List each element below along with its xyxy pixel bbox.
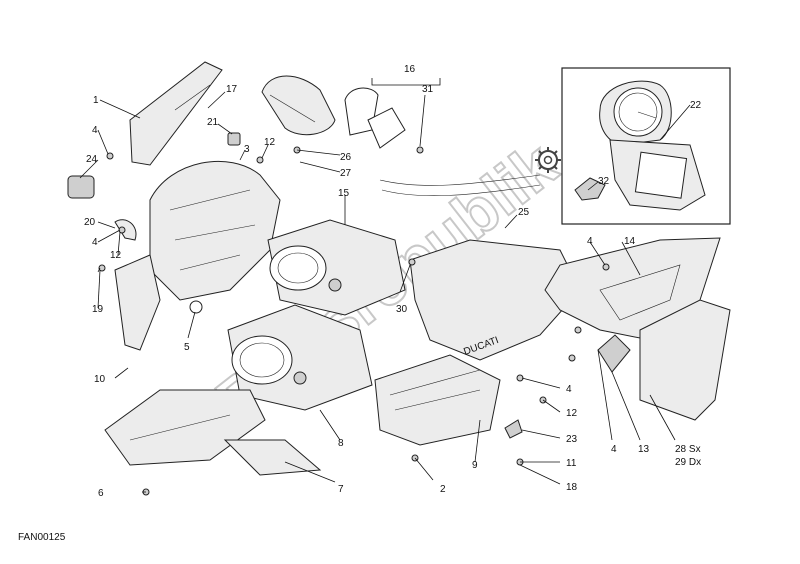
front-fairing-body: DUCATI	[374, 239, 581, 446]
callout-4a: 4	[92, 125, 98, 136]
windscreen-trim	[129, 61, 223, 166]
callout-5: 5	[184, 342, 190, 353]
upper-headlight-unit	[267, 219, 406, 316]
support-bracket-rail	[379, 174, 541, 197]
callout-14: 14	[624, 236, 636, 247]
callout-4b: 4	[92, 237, 98, 248]
callout-4c: 4	[566, 384, 572, 395]
side-cover	[639, 299, 731, 421]
callout-labels: 1 17 4 24 20 4 12 19 21 3 12 26 27 15 16…	[84, 64, 702, 499]
callout-12b: 12	[264, 137, 276, 148]
callout-28: 28 Sx	[675, 444, 701, 455]
left-inner-fairing	[149, 160, 281, 301]
callout-3: 3	[244, 144, 250, 155]
callout-8: 8	[338, 438, 344, 449]
callout-29: 29 Dx	[675, 457, 701, 468]
callout-1: 1	[93, 95, 99, 106]
small-parts-left	[67, 132, 523, 439]
callout-25: 25	[518, 207, 530, 218]
callout-26: 26	[340, 152, 352, 163]
small-cap	[597, 334, 631, 373]
callout-13: 13	[638, 444, 650, 455]
callout-4d: 4	[587, 236, 593, 247]
side-panel	[114, 254, 161, 351]
callout-20: 20	[84, 217, 96, 228]
callout-18: 18	[566, 482, 578, 493]
leader-lines	[79, 78, 691, 493]
callout-16: 16	[404, 64, 416, 75]
callout-27: 27	[340, 168, 352, 179]
callout-6: 6	[98, 488, 104, 499]
callout-4e: 4	[611, 444, 617, 455]
callout-32: 32	[598, 176, 610, 187]
mirror-housing	[261, 75, 336, 136]
instrument-cluster	[574, 80, 706, 211]
callout-11: 11	[566, 458, 577, 469]
callout-31: 31	[422, 84, 434, 95]
gear-icon	[535, 147, 561, 173]
callout-21: 21	[207, 117, 219, 128]
rear-view-mirror-lens	[344, 87, 406, 149]
callout-9: 9	[472, 460, 478, 471]
callout-7: 7	[338, 484, 344, 495]
callout-30: 30	[396, 304, 408, 315]
callout-10: 10	[94, 374, 106, 385]
lower-headlight-unit	[227, 304, 373, 411]
callout-23: 23	[566, 434, 578, 445]
callout-19: 19	[92, 304, 104, 315]
callout-12a: 12	[110, 250, 122, 261]
callout-24: 24	[86, 154, 98, 165]
drawing-code: FAN00125	[18, 532, 66, 543]
callout-22: 22	[690, 100, 702, 111]
callout-12c: 12	[566, 408, 578, 419]
callout-17: 17	[226, 84, 238, 95]
callout-15: 15	[338, 188, 350, 199]
callout-2: 2	[440, 484, 446, 495]
